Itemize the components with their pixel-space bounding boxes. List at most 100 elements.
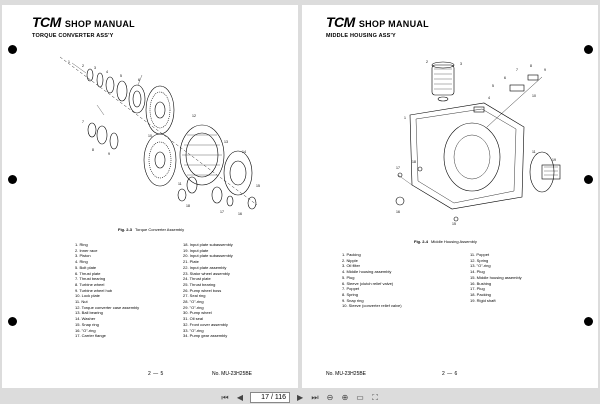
svg-text:17: 17 — [396, 166, 400, 170]
tcm-logo: TCM — [32, 14, 61, 30]
svg-text:10: 10 — [532, 94, 536, 98]
fit-page-icon[interactable]: ▭ — [356, 393, 364, 402]
svg-text:8: 8 — [92, 148, 94, 152]
page-number: 2 — 5 — [148, 371, 164, 377]
page-header: TCM SHOP MANUAL — [32, 14, 135, 30]
legend-item: 15. Middle housing assembly — [470, 274, 522, 280]
figure-number: Fig. 2-4 — [414, 239, 429, 244]
svg-text:1: 1 — [404, 116, 406, 120]
legend-item: 26. Pump wheel boss — [183, 287, 222, 293]
parts-legend: 1. Ring 2. Inner race 3. Piston 4. Ring … — [75, 242, 233, 339]
legend-item: 6. Thrust plate — [75, 270, 101, 276]
svg-text:11: 11 — [178, 182, 182, 186]
legend-item: 2. Nipple — [342, 257, 358, 263]
legend-item: 12. Spring — [470, 257, 489, 263]
svg-text:17: 17 — [220, 210, 224, 214]
legend-item: 1. Ring — [75, 242, 88, 247]
legend-item: 19. Rigid shaft — [470, 297, 496, 303]
legend-item: 8. Turbine wheel — [75, 281, 105, 287]
svg-text:15: 15 — [452, 222, 456, 226]
first-page-icon[interactable]: ⏮ — [221, 392, 229, 402]
legend-item: 22. Input plate assembly — [183, 264, 227, 270]
legend-item: 9. Snap ring — [342, 297, 364, 303]
legend-item: 17. Plug — [470, 286, 485, 292]
last-page-icon[interactable]: ⏭ — [311, 392, 319, 402]
legend-item: 7. Poppet — [342, 286, 360, 292]
svg-text:15: 15 — [256, 184, 260, 188]
parts-legend: 1. Packing 2. Nipple 3. Oil filter 4. Mi… — [342, 252, 522, 309]
legend-item: 14. Washer — [75, 316, 96, 322]
punch-hole — [8, 45, 17, 54]
tcm-logo: TCM — [326, 14, 355, 30]
svg-text:7: 7 — [82, 120, 84, 124]
punch-hole — [584, 317, 593, 326]
svg-text:9: 9 — [108, 152, 110, 156]
figure-number: Fig. 2-3 — [118, 227, 133, 232]
legend-item: 5. Bolt plate — [75, 264, 97, 270]
legend-item: 15. Snap ring — [75, 321, 99, 327]
zoom-out-icon[interactable]: ⊖ — [326, 393, 334, 402]
legend-item: 23. Stator wheel assembly — [183, 270, 230, 276]
svg-text:2: 2 — [426, 60, 428, 64]
legend-item: 6. Sleeve (clutch relief valve) — [342, 280, 394, 286]
svg-text:2: 2 — [82, 64, 84, 68]
legend-item: 16. "O"-ring — [75, 327, 96, 333]
svg-text:5: 5 — [492, 84, 494, 88]
svg-text:7: 7 — [516, 68, 518, 72]
legend-item: 32. Front cover assembly — [183, 321, 228, 327]
legend-item: 30. Pump wheel — [183, 310, 212, 316]
fullscreen-icon[interactable]: ⛶ — [372, 392, 378, 402]
svg-text:3: 3 — [94, 66, 96, 70]
legend-item: 5. Plug — [342, 274, 355, 280]
legend-item: 18. Packing — [470, 291, 491, 297]
punch-hole — [8, 175, 17, 184]
svg-text:14: 14 — [242, 150, 246, 154]
legend-item: 12. Torque converter case assembly — [75, 304, 140, 310]
legend-item: 31. Oil seal — [183, 316, 204, 322]
page-indicator: / 116 — [249, 392, 291, 403]
legend-item: 11. Nut — [75, 299, 88, 305]
svg-text:3: 3 — [460, 62, 462, 66]
legend-item: 1. Packing — [342, 252, 361, 257]
svg-text:16: 16 — [238, 212, 242, 216]
legend-item: 17. Carrier flange — [75, 333, 106, 339]
zoom-in-icon[interactable]: ⊕ — [341, 393, 349, 402]
page-left: TCM SHOP MANUAL TORQUE CONVERTER ASS'Y — [2, 5, 298, 388]
legend-item: 20. Input plate subassembly — [183, 253, 233, 259]
legend-item: 25. Thrust bearing — [183, 281, 216, 287]
legend-item: 2. Inner race — [75, 247, 98, 253]
legend-item: 9. Turbine wheel hub — [75, 287, 113, 293]
legend-item: 19. Input plate — [183, 247, 209, 253]
svg-text:4: 4 — [106, 70, 108, 74]
legend-item: 27. Seal ring — [183, 293, 206, 299]
legend-item: 18. Input plate subassembly — [183, 242, 233, 247]
svg-text:11: 11 — [532, 150, 536, 154]
legend-item: 34. Pump gear assembly — [183, 333, 228, 339]
legend-item: 4. Middle housing assembly — [342, 269, 392, 275]
svg-text:9: 9 — [544, 68, 546, 72]
page-header: TCM SHOP MANUAL — [326, 14, 429, 30]
legend-item: 7. Thrust bearing — [75, 276, 106, 282]
section-title: MIDDLE HOUSING ASS'Y — [326, 33, 396, 39]
svg-text:10: 10 — [148, 134, 152, 138]
page-number-input[interactable] — [253, 394, 269, 401]
header-title: SHOP MANUAL — [358, 19, 429, 29]
legend-item: 24. Thrust plate — [183, 276, 211, 282]
svg-text:4: 4 — [488, 96, 490, 100]
legend-item: 28. "O"-ring — [183, 299, 204, 305]
header-title: SHOP MANUAL — [64, 19, 135, 29]
punch-hole — [584, 45, 593, 54]
legend-item: 21. Plate — [183, 259, 199, 265]
section-title: TORQUE CONVERTER ASS'Y — [32, 33, 114, 39]
next-page-icon[interactable]: ▶ — [296, 393, 304, 402]
svg-text:12: 12 — [192, 114, 196, 118]
legend-column-2: 18. Input plate subassembly 19. Input pl… — [183, 242, 233, 339]
legend-item: 33. "O"-ring — [183, 327, 204, 333]
document-number: No. MU-23H25BE — [212, 371, 253, 377]
prev-page-icon[interactable]: ◀ — [236, 393, 244, 402]
legend-item: 29. "O"-ring — [183, 304, 204, 310]
